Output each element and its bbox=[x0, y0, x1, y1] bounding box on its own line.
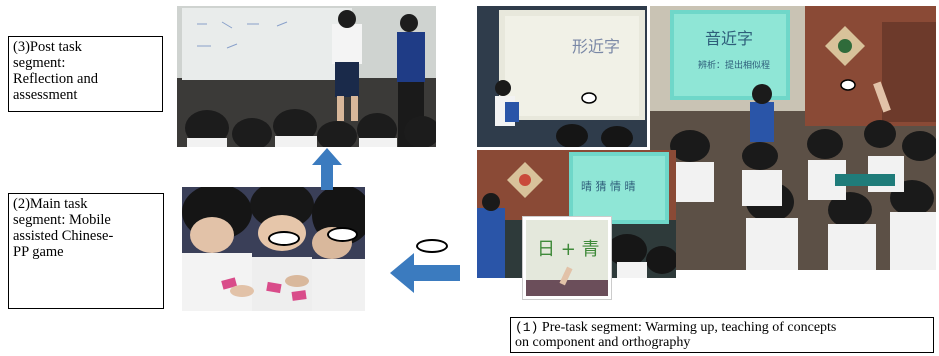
pre-label-line2: on component and orthography bbox=[515, 335, 691, 350]
pre-task-photo-4-art: 日 + 青 bbox=[523, 217, 611, 299]
pre-label-line1: (1) Pre-task segment: Warming up, teachi… bbox=[515, 320, 929, 335]
main-label-line2: segment: Mobile bbox=[13, 212, 111, 228]
pre-label-text1: Pre-task segment: Warming up, teaching o… bbox=[538, 320, 837, 335]
main-task-label: (2)Main task segment: Mobile assisted Ch… bbox=[8, 193, 164, 309]
pre-label-number: (1) bbox=[515, 320, 539, 335]
arrow-up-icon bbox=[312, 148, 342, 190]
post-task-photo bbox=[177, 6, 436, 147]
pre-task-photo-4: 日 + 青 bbox=[522, 216, 612, 300]
marker-ellipse-1 bbox=[581, 92, 597, 104]
pre-task-label: (1) Pre-task segment: Warming up, teachi… bbox=[510, 317, 934, 353]
main-label-line1: (2)Main task bbox=[13, 196, 88, 212]
post-label-line1: (3)Post task bbox=[13, 39, 82, 55]
pre-task-photo-1: 形近字 bbox=[477, 6, 647, 147]
slide4-text: 日 + 青 bbox=[537, 239, 600, 260]
post-label-line2: segment: bbox=[13, 55, 66, 71]
post-label-line3: Reflection and bbox=[13, 71, 98, 87]
post-label-line4: assessment bbox=[13, 87, 78, 103]
marker-ellipse-between bbox=[416, 239, 448, 253]
pre-task-photo-1-art: 形近字 bbox=[477, 6, 647, 147]
post-task-photo-art bbox=[177, 6, 436, 147]
marker-ellipse-2 bbox=[840, 79, 856, 91]
slide1-text: 形近字 bbox=[572, 37, 620, 56]
pre-task-photo-3-art: 晴 猜 情 晴 bbox=[477, 150, 676, 278]
slide2-subtitle: 辨析：提出相似程 bbox=[698, 59, 770, 71]
marker-ellipse-main-1 bbox=[268, 231, 300, 246]
marker-ellipse-main-2 bbox=[327, 227, 358, 242]
post-task-label: (3)Post task segment: Reflection and ass… bbox=[8, 36, 163, 112]
main-task-photo-art bbox=[182, 187, 365, 311]
pre-task-photo-2: 音近字 辨析：提出相似程 bbox=[650, 6, 936, 270]
main-task-photo bbox=[182, 187, 365, 311]
main-label-line4: PP game bbox=[13, 244, 64, 260]
arrow-left-icon bbox=[390, 253, 460, 293]
main-label-line3: assisted Chinese- bbox=[13, 228, 114, 244]
slide2-title: 音近字 bbox=[705, 29, 753, 48]
slide3-text: 晴 猜 情 晴 bbox=[581, 180, 636, 193]
pre-task-photo-2-art: 音近字 辨析：提出相似程 bbox=[650, 6, 936, 270]
